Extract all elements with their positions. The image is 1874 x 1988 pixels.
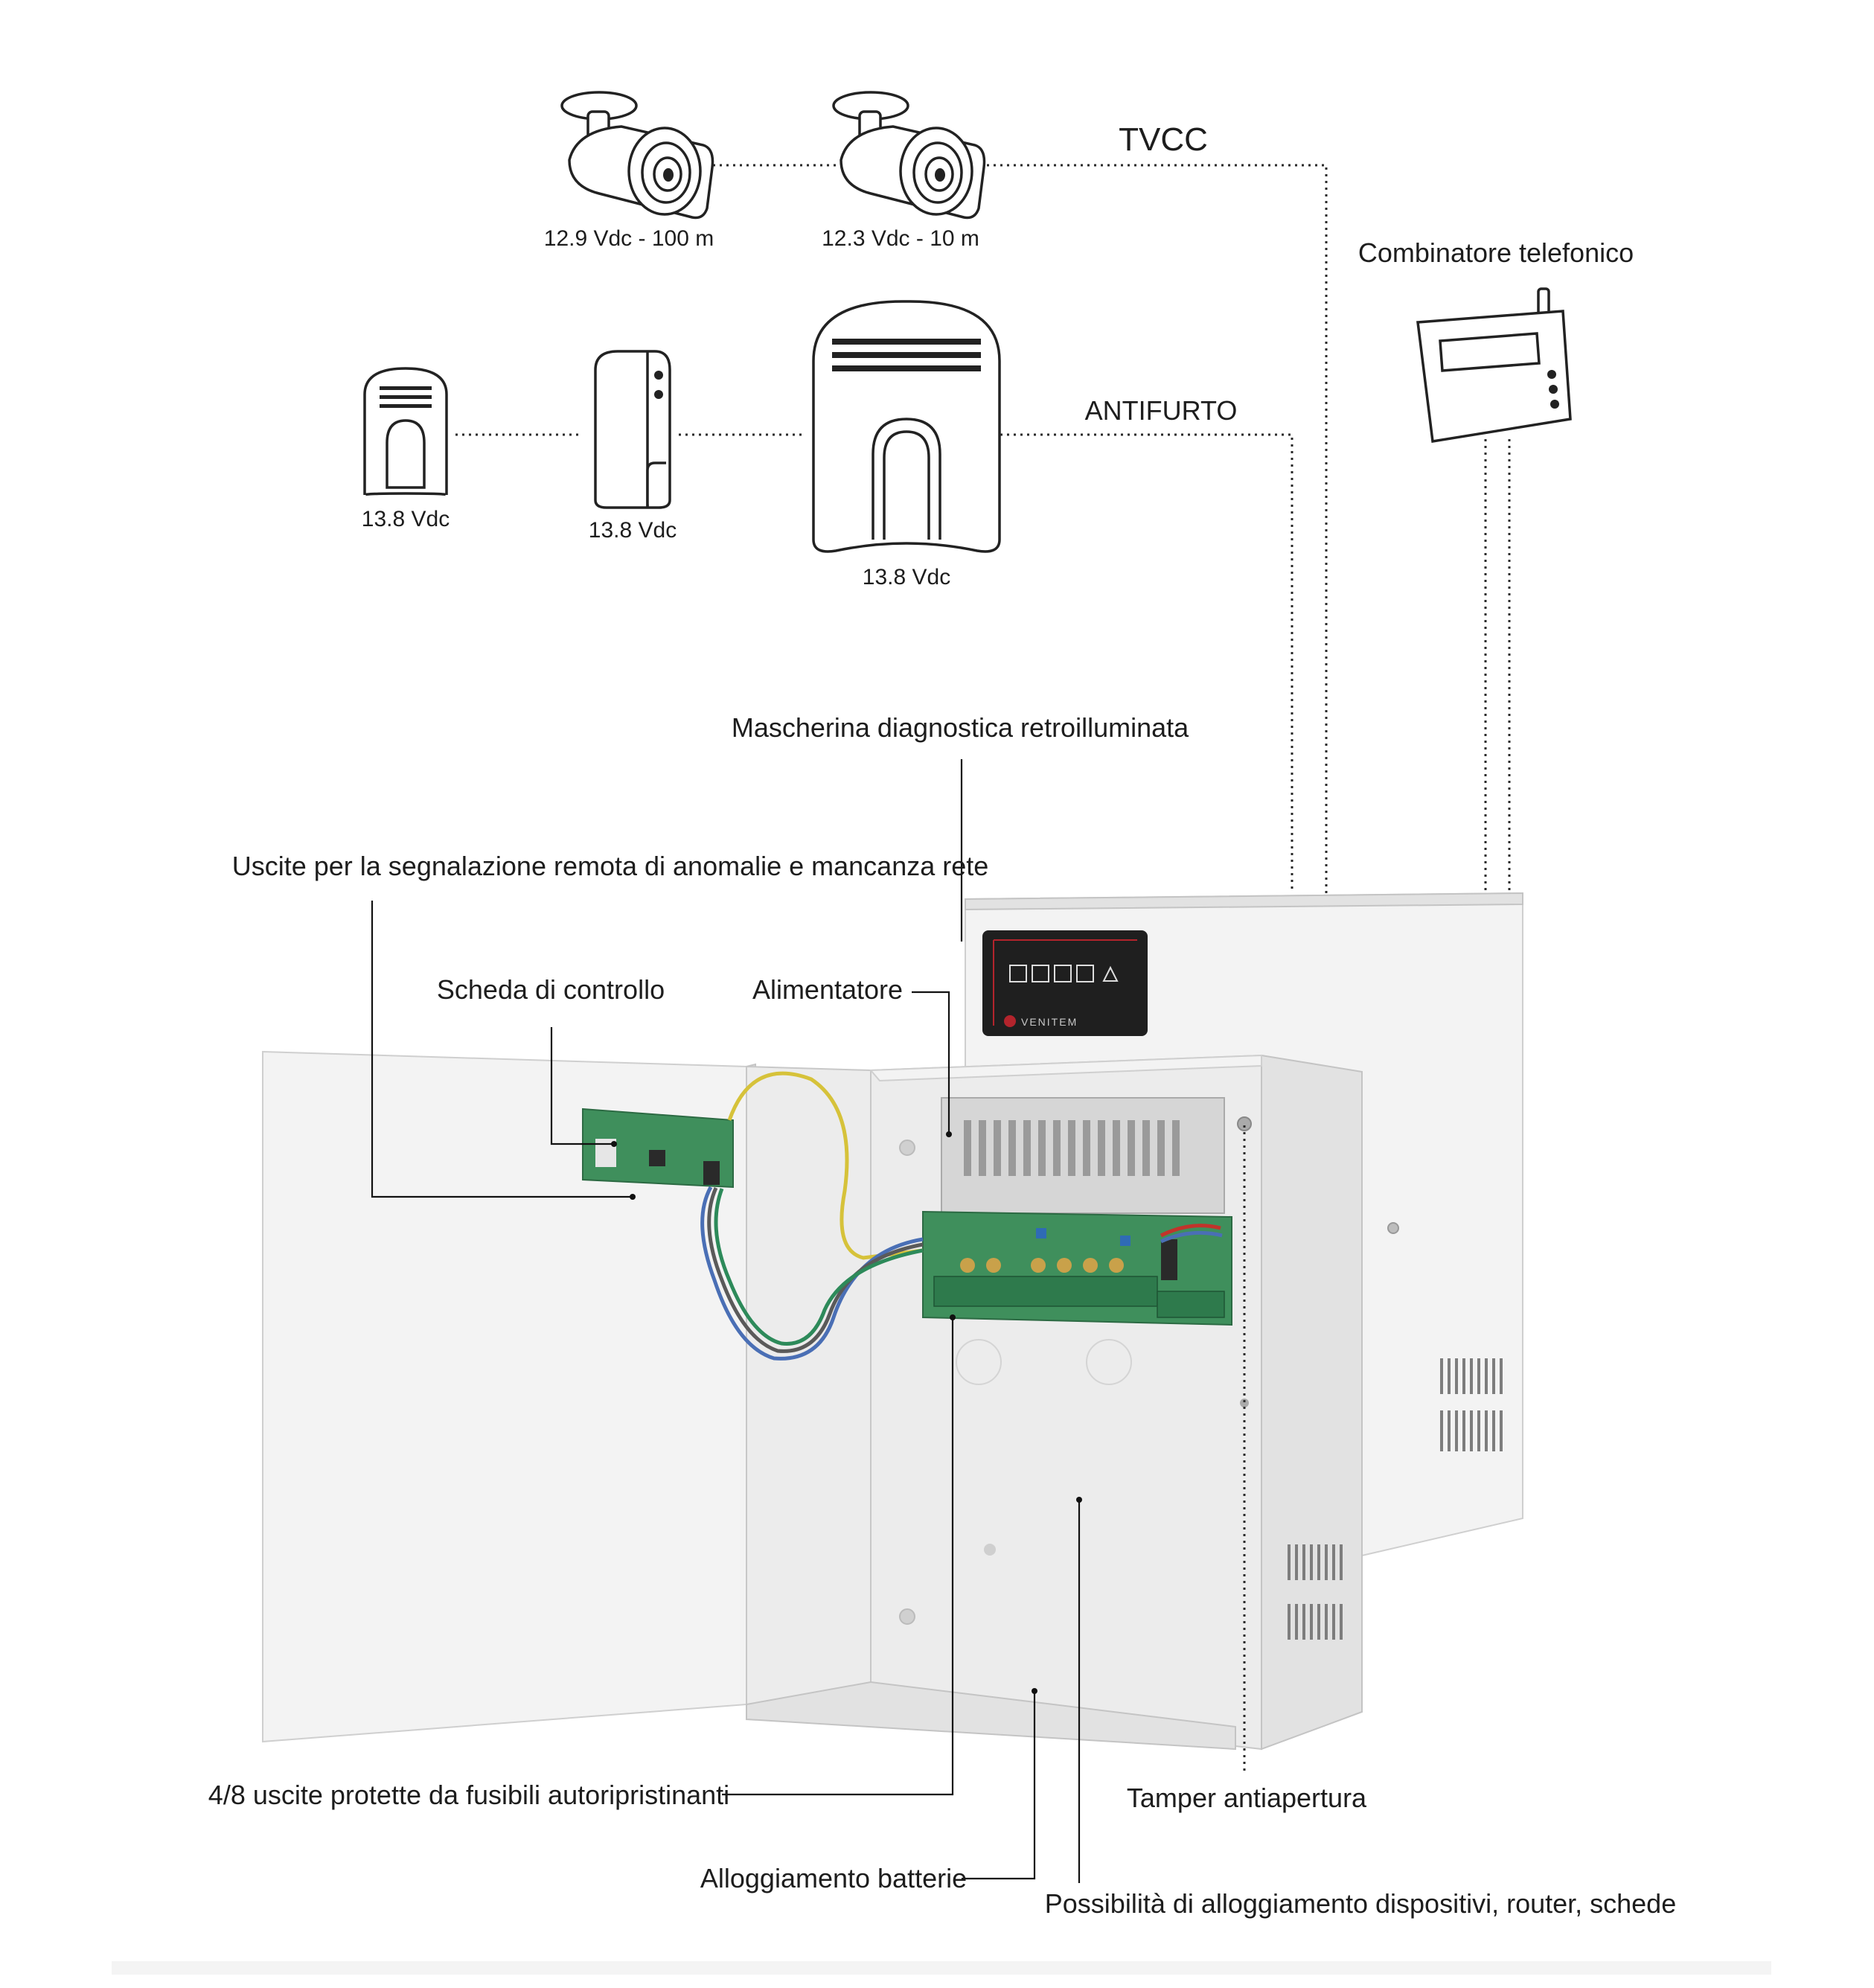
brand-logo-icon (1004, 1015, 1016, 1027)
antifurto-line (1000, 433, 1293, 893)
callout-batterie: Alloggiamento batterie (700, 1863, 967, 1893)
side-vents (1288, 1544, 1343, 1640)
siren-label: 13.8 Vdc (863, 565, 950, 589)
cables (700, 1071, 1223, 1361)
callout-mascherina: Mascherina diagnostica retroilluminata (732, 712, 1189, 743)
callout-tamper: Tamper antiapertura (1127, 1783, 1367, 1813)
control-board (582, 1108, 734, 1189)
camera-2-label: 12.3 Vdc - 10 m (822, 226, 979, 251)
warning-icon (1102, 965, 1119, 982)
callout-uscite-protette: 4/8 uscite protette da fusibili autoripr… (208, 1780, 729, 1810)
camera-2: 12.3 Vdc - 10 m (822, 91, 986, 251)
camera-1-label: 12.9 Vdc - 100 m (544, 226, 714, 251)
tvcc-label: TVCC (1119, 121, 1208, 158)
box-side (1261, 1054, 1363, 1751)
sensor-pir: 13.8 Vdc (362, 367, 450, 531)
siren: 13.8 Vdc (812, 300, 1001, 589)
callout-leaders (371, 759, 1246, 1883)
brand-logo-text: VENITEM (1021, 1016, 1078, 1028)
sensor-contact: 13.8 Vdc (589, 350, 677, 543)
sensor-contact-label: 13.8 Vdc (589, 518, 677, 543)
tvcc-line (987, 164, 1328, 893)
sensor-pir-label: 13.8 Vdc (362, 507, 450, 531)
main-pcb (922, 1210, 1232, 1326)
antifurto-label: ANTIFURTO (1085, 395, 1238, 426)
battery-icon (1009, 965, 1027, 982)
power-supply (941, 1097, 1225, 1214)
diagnostic-panel: VENITEM (982, 930, 1148, 1036)
plug-icon (1076, 965, 1094, 982)
battery-icon (1054, 965, 1072, 982)
callout-alloggiamento: Possibilità di alloggiamento dispositivi… (1045, 1888, 1676, 1919)
combinatore-label: Combinatore telefonico (1358, 237, 1634, 268)
callout-scheda: Scheda di controllo (437, 974, 665, 1005)
battery-icon (1032, 965, 1049, 982)
tamper-switch (1237, 1116, 1252, 1131)
camera-1: 12.9 Vdc - 100 m (544, 91, 714, 251)
connection-lines (455, 164, 1511, 893)
bottom-strip (112, 1961, 1771, 1975)
callout-uscite-remote: Uscite per la segnalazione remota di ano… (232, 851, 989, 881)
callout-alimentatore: Alimentatore (752, 974, 903, 1005)
combinatore-device (1416, 287, 1572, 444)
rear-vents (1440, 1358, 1503, 1451)
